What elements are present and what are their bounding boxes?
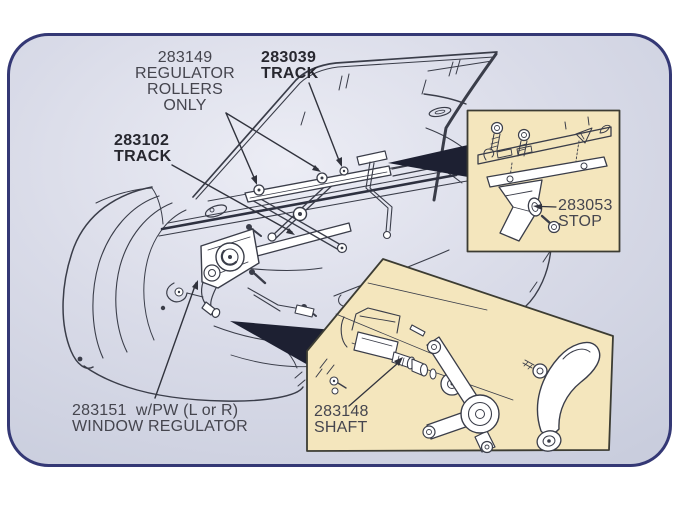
crank-detail-inset — [306, 258, 614, 454]
window-frame — [192, 51, 498, 202]
leader-lines — [154, 82, 342, 399]
wedge-arrow-to-stop-inset — [388, 145, 468, 177]
leader-rollers-right — [225, 112, 319, 170]
part-description: ROLLERS — [146, 81, 224, 98]
label-stop: 283053 STOP — [558, 198, 613, 230]
leader-rollers-left — [225, 112, 257, 183]
regulator-motor-assembly — [166, 228, 315, 318]
label-track-upper: 283039 TRACK — [261, 50, 319, 82]
part-description: TRACK — [261, 65, 319, 82]
leader-track-front — [171, 164, 293, 233]
part-number: 283102 — [114, 132, 170, 149]
part-number: 283151 w/PW (L or R) — [72, 402, 239, 419]
leader-shaft — [348, 362, 399, 407]
label-window-regulator: 283151 w/PW (L or R) WINDOW REGULATOR — [72, 403, 248, 435]
part-description: TRACK — [114, 148, 172, 165]
part-description: ONLY — [163, 97, 207, 114]
part-number: 283039 — [261, 49, 317, 66]
arrowhead — [251, 175, 257, 185]
part-number: 283149 — [157, 49, 213, 66]
arrowhead — [336, 157, 342, 167]
arrowhead — [394, 357, 403, 366]
stop-detail-inset — [466, 109, 621, 253]
part-description: SHAFT — [314, 419, 368, 436]
leader-regulator — [154, 282, 197, 399]
label-regulator-rollers: 283149 REGULATOR ROLLERS ONLY — [118, 50, 252, 114]
arrowhead — [533, 204, 542, 210]
part-description: STOP — [558, 213, 603, 230]
part-number: 283148 — [314, 403, 369, 420]
part-description: REGULATOR — [135, 65, 235, 82]
leader-track-upper — [308, 82, 341, 164]
label-shaft: 283148 SHAFT — [314, 404, 369, 436]
part-description: WINDOW REGULATOR — [72, 418, 248, 435]
arrowhead — [312, 165, 321, 172]
part-number: 283053 — [558, 197, 613, 214]
door-body — [62, 186, 450, 402]
arrowhead — [286, 228, 295, 235]
label-track-front: 283102 TRACK — [114, 133, 172, 165]
arrowhead — [192, 280, 198, 290]
